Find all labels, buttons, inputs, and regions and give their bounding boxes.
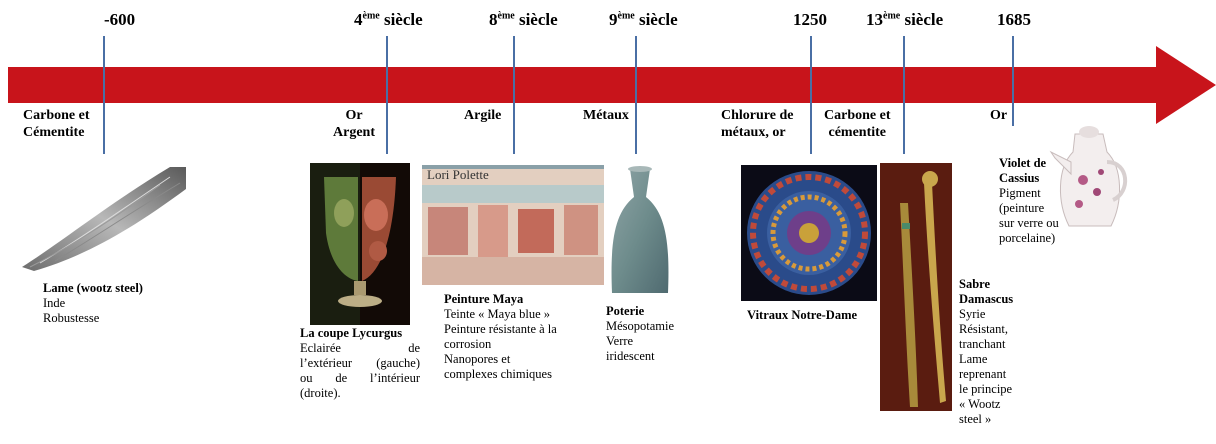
lycurgus-cup-image	[310, 163, 410, 325]
caption-maya: Peinture Maya Teinte « Maya blue » Peint…	[444, 292, 584, 382]
pottery-image	[608, 163, 672, 301]
material-or: Or	[990, 108, 1008, 123]
caption-cassius-title: Violet de Cassius	[999, 156, 1047, 185]
tick-8th-century	[513, 36, 515, 154]
caption-blade: Lame (wootz steel) Inde Robustesse	[43, 281, 203, 326]
date-9th-century: 9ème siècle	[609, 10, 678, 29]
maya-painting-image	[422, 165, 604, 285]
rose-window-image	[741, 165, 877, 301]
caption-maya-title: Peinture Maya	[444, 292, 524, 306]
caption-pottery-title: Poterie	[606, 304, 645, 318]
timeline-arrow	[8, 46, 1216, 124]
caption-blade-title: Lame (wootz steel)	[43, 281, 143, 295]
material-argile: Argile	[464, 108, 502, 123]
caption-cassius: Violet de Cassius Pigment (peinture sur …	[999, 156, 1059, 245]
caption-saber-title: Sabre Damascus	[959, 277, 1014, 306]
tick-4th-century	[386, 36, 388, 154]
maya-image-overlay: Lori Polette	[427, 167, 489, 182]
tick-600	[103, 36, 105, 154]
caption-window: Vitraux Notre-Dame	[747, 308, 887, 323]
tick-1250	[810, 36, 812, 154]
date-1250: 1250	[793, 10, 827, 29]
tick-13th-century	[903, 36, 905, 154]
date-600: -600	[104, 10, 136, 29]
caption-pottery: Poterie Mésopotamie Verre iridescent	[606, 304, 696, 364]
teapot-image	[1045, 122, 1135, 234]
tick-1685	[1012, 36, 1014, 126]
date-13th-century: 13ème siècle	[866, 10, 944, 29]
date-1685: 1685	[997, 10, 1031, 29]
material-metaux: Métaux	[583, 108, 629, 123]
caption-cup-title: La coupe Lycurgus	[300, 326, 403, 340]
date-8th-century: 8ème siècle	[489, 10, 558, 29]
caption-saber: Sabre Damascus Syrie Résistant, tranchan…	[959, 277, 1039, 427]
saber-image	[880, 163, 952, 411]
caption-window-title: Vitraux Notre-Dame	[747, 308, 858, 322]
blade-image	[20, 163, 186, 271]
tick-9th-century	[635, 36, 637, 154]
caption-cup: La coupe Lycurgus Eclairée de l’extérieu…	[300, 326, 420, 400]
date-4th-century: 4ème siècle	[354, 10, 423, 29]
